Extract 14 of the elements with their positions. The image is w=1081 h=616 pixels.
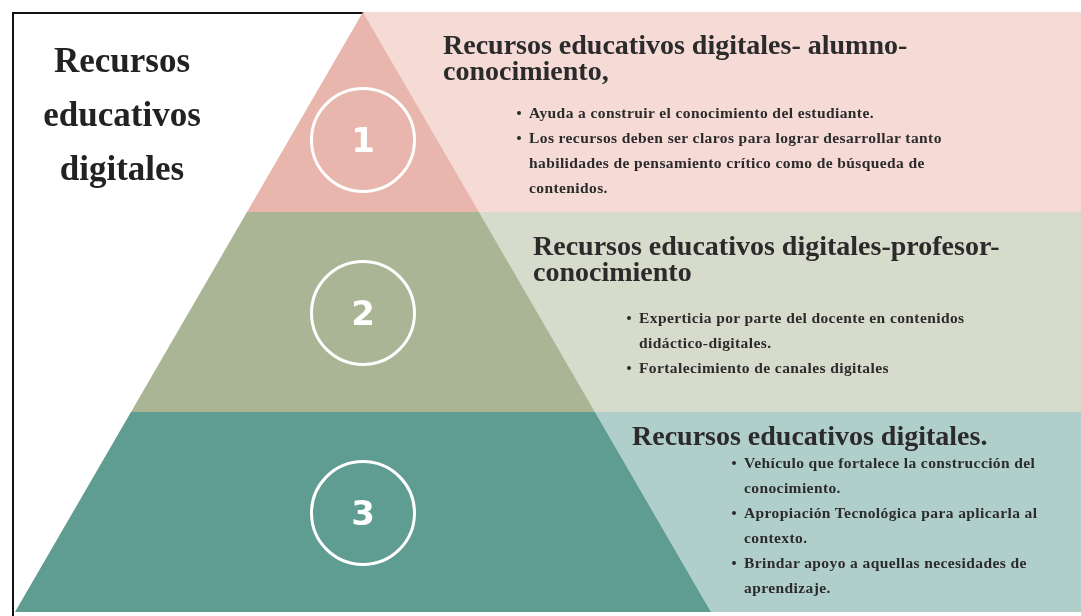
bullet-text: Experticia por parte del docente en contenidos didáctico-digitales. [639,309,965,351]
panel-heading: Recursos educativos digitales-profesor- conocimiento [533,233,1001,286]
number-circle: 3 [310,460,416,566]
panel-heading: Recursos educativos digitales- alumno- conocimiento, [443,32,909,85]
bullet-text: Apropiación Tecnológica para aplicarla al contexto. [744,504,1038,546]
number-circle: 2 [310,260,416,366]
bullet-text: Brindar apoyo a aquellas necesidades de aprendizaje. [744,554,1027,596]
bullet-text: Ayuda a construir el conocimiento del estudiante. [529,104,874,121]
number-circle: 1 [310,87,416,193]
bullet-text: Fortalecimiento de canales digitales [639,359,889,376]
bullet-text: Vehículo que fortalece la construcción del conocimiento. [744,454,1036,496]
panel-heading: Recursos educativos digitales. [632,423,989,450]
diagram-title: Recursos educativos digitales [42,40,202,190]
bullet-text: Los recursos deben ser claros para lograr desarrollar tanto habilidades de pensamiento crítico como de búsqueda de contenidos. [529,129,942,196]
